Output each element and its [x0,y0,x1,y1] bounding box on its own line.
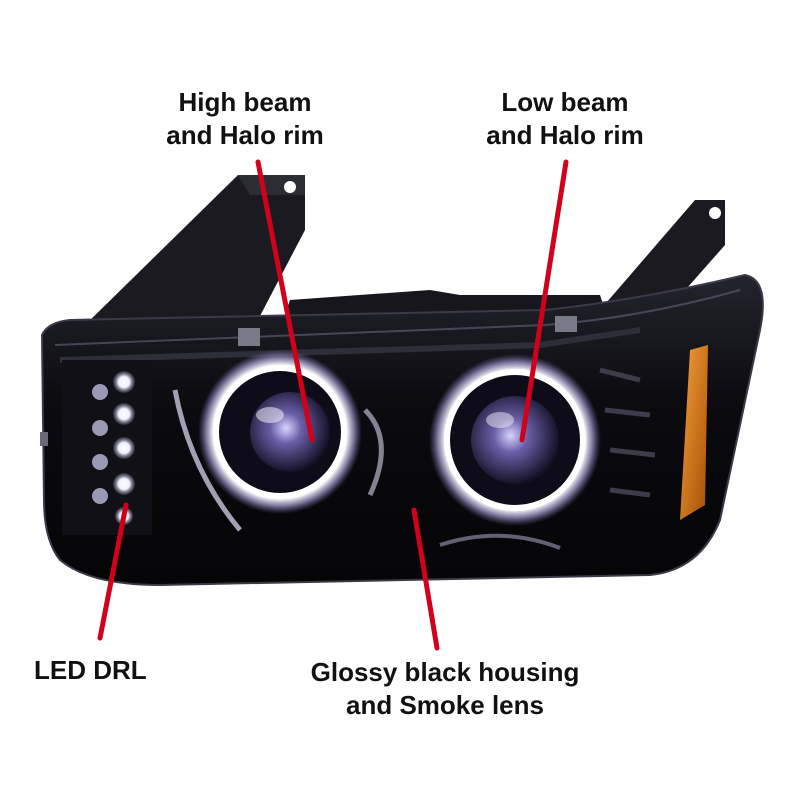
amber-side-marker [680,345,708,520]
low-beam-projector [429,354,601,526]
housing-label: Glossy black housing and Smoke lens [300,656,590,722]
housing-label-line2: and Smoke lens [346,690,544,720]
high-beam-label-line2: and Halo rim [166,120,324,150]
led-drl-strip [62,360,152,535]
low-beam-label: Low beam and Halo rim [470,86,660,152]
reflector-accents [172,367,656,550]
led-drl-label: LED DRL [34,654,154,687]
low-beam-label-line2: and Halo rim [486,120,644,150]
low-beam-label-line1: Low beam [501,87,629,117]
housing-label-line1: Glossy black housing [310,657,580,687]
high-beam-label: High beam and Halo rim [150,86,340,152]
callout-lines [97,159,569,651]
led-drl-label-text: LED DRL [34,655,147,685]
high-beam-projector [198,350,362,514]
mounting-bracket-left [80,175,305,335]
high-beam-label-line1: High beam [178,87,312,117]
